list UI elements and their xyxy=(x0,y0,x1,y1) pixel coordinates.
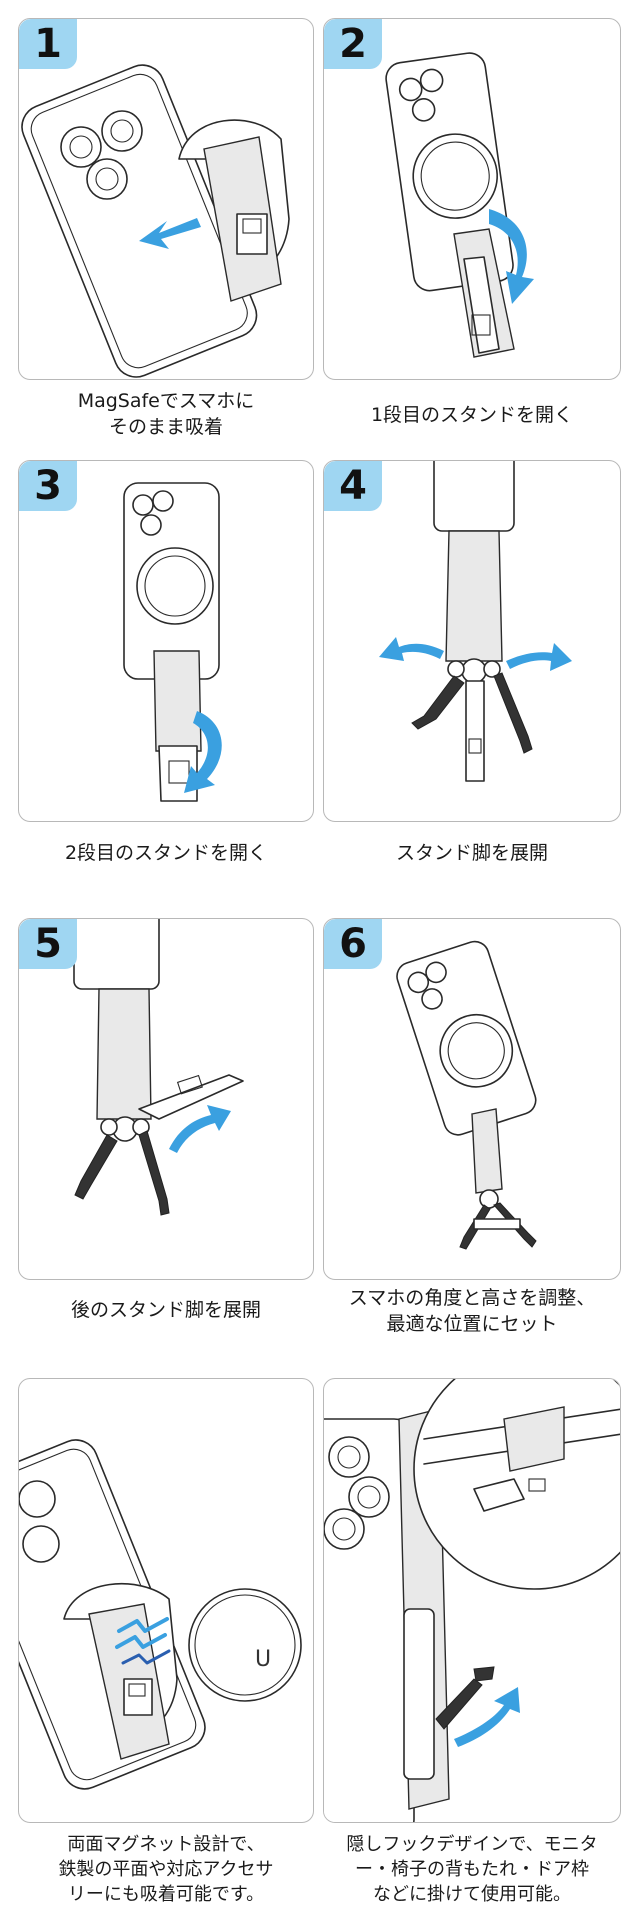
magnet-feature-caption: 両面マグネット設計で、 鉄製の平面や対応アクセサ リーにも吸着可能です。 xyxy=(58,1834,274,1905)
step-1-panel: 1 xyxy=(18,18,314,380)
step-2-caption: 1段目のスタンドを開く xyxy=(370,404,574,426)
step-number-badge: 6 xyxy=(324,919,382,969)
step-5-panel: 5 xyxy=(18,918,314,1280)
open-first-stand-illustration xyxy=(385,52,534,358)
step-number-badge: 5 xyxy=(19,919,77,969)
step-number-badge: 4 xyxy=(324,461,382,511)
step-1-caption: MagSafeでスマホに そのまま吸着 xyxy=(77,390,255,438)
step-number-badge: 3 xyxy=(19,461,77,511)
expand-rear-leg-illustration xyxy=(73,919,244,1216)
step-6-panel: 6 xyxy=(323,918,621,1280)
step-number-badge: 2 xyxy=(324,19,382,69)
step-3-caption: 2段目のスタンドを開く xyxy=(64,842,268,864)
hook-feature-caption: 隠しフックデザインで、モニタ ー・椅子の背もたれ・ドア枠 などに掛けて使用可能。 xyxy=(346,1834,598,1905)
step-number-badge: 1 xyxy=(19,19,77,69)
step-5-caption: 後のスタンド脚を展開 xyxy=(70,1299,261,1321)
phone-attach-illustration xyxy=(21,64,290,378)
hidden-hook-illustration xyxy=(324,1379,620,1822)
open-second-stand-illustration xyxy=(123,482,222,802)
step-3-panel: 3 xyxy=(18,460,314,822)
step-4-panel: 4 xyxy=(323,460,621,822)
step-2-panel: 2 xyxy=(323,18,621,380)
step-4-caption: スタンド脚を展開 xyxy=(395,842,548,864)
hook-feature-panel xyxy=(323,1378,621,1823)
adjust-angle-height-illustration xyxy=(396,940,537,1250)
double-sided-magnet-illustration xyxy=(19,1439,302,1790)
magnet-feature-panel: U xyxy=(18,1378,314,1823)
step-6-caption: スマホの角度と高さを調整、 最適な位置にセット xyxy=(348,1287,596,1335)
expand-stand-legs-illustration xyxy=(379,461,572,782)
magnet-plate-letter: U xyxy=(254,1647,272,1672)
